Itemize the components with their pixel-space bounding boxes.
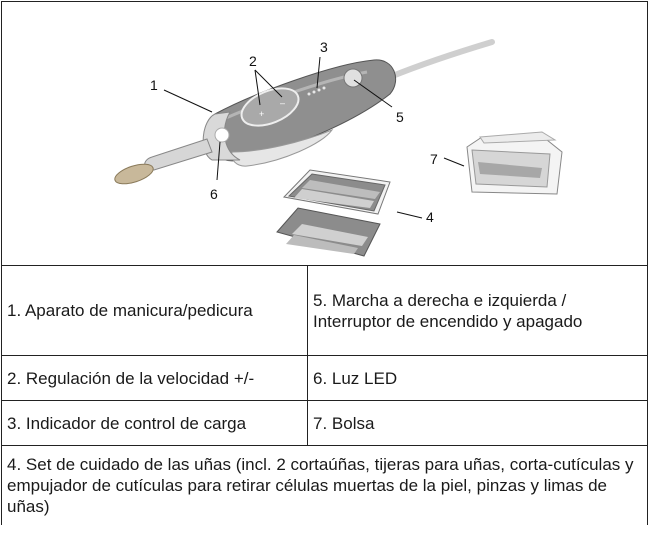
svg-text:+: +	[259, 109, 264, 119]
callout-lines	[163, 56, 465, 219]
callout-6: 6	[210, 186, 218, 202]
legend-row: 2. Regulación de la velocidad +/- 6. Luz…	[1, 355, 648, 401]
callout-1: 1	[150, 77, 158, 93]
speed-control	[240, 87, 300, 127]
power-cord	[387, 39, 495, 80]
callout-5: 5	[396, 109, 404, 125]
storage-bag	[466, 131, 563, 195]
legend-item-5: 5. Marcha a derecha e izquierda / Interr…	[307, 265, 648, 356]
attachment-shaft	[144, 138, 213, 171]
led-light	[214, 127, 230, 143]
parts-legend-table: 1. Aparato de manicura/pedicura 5. March…	[1, 265, 648, 525]
legend-row: 1. Aparato de manicura/pedicura 5. March…	[1, 265, 648, 356]
manicure-device: + –	[202, 59, 396, 167]
callout-7: 7	[430, 151, 438, 167]
charge-indicator	[307, 86, 326, 96]
callout-3: 3	[320, 39, 328, 55]
sapphire-bit	[114, 163, 154, 185]
legend-item-2: 2. Regulación de la velocidad +/-	[1, 355, 308, 401]
legend-item-7: 7. Bolsa	[307, 400, 648, 446]
legend-row-full: 4. Set de cuidado de las uñas (incl. 2 c…	[1, 445, 648, 525]
svg-text:–: –	[280, 98, 285, 108]
callout-4: 4	[426, 209, 434, 225]
legend-item-6: 6. Luz LED	[307, 355, 648, 401]
product-figure: + –	[1, 1, 648, 266]
legend-row: 3. Indicador de control de carga 7. Bols…	[1, 400, 648, 446]
callout-2: 2	[249, 53, 257, 69]
legend-item-1: 1. Aparato de manicura/pedicura	[1, 265, 308, 356]
legend-item-3: 3. Indicador de control de carga	[1, 400, 308, 446]
product-illustration: + –	[114, 39, 563, 257]
manicure-set	[276, 169, 391, 257]
legend-item-4: 4. Set de cuidado de las uñas (incl. 2 c…	[1, 445, 648, 525]
